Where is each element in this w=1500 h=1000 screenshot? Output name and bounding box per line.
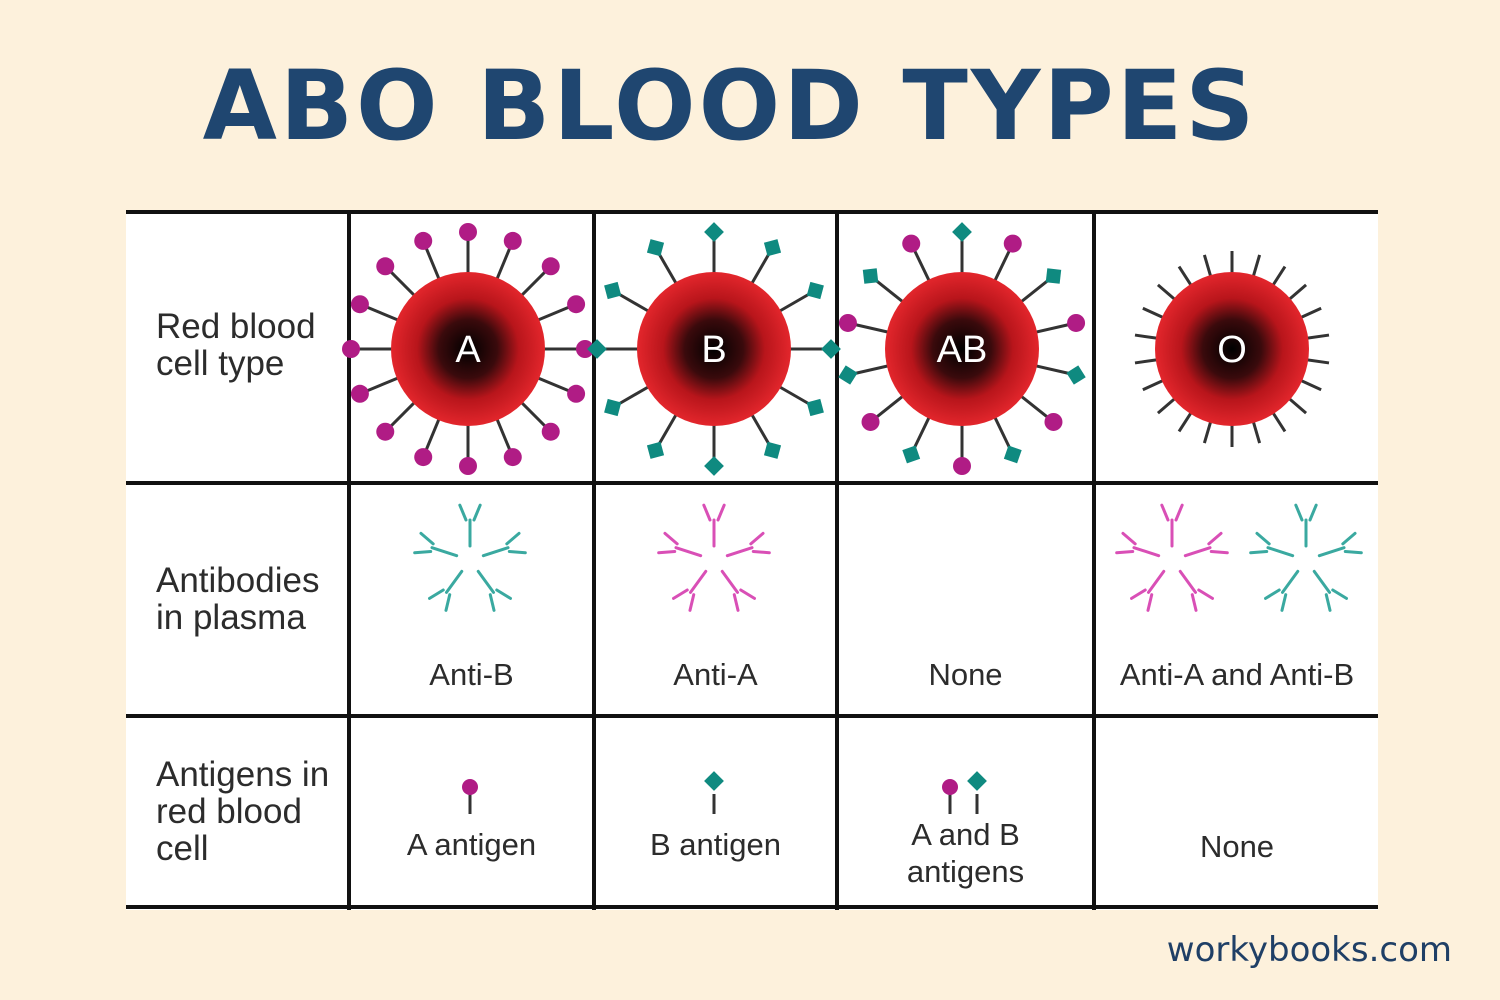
site-watermark: workybooks.com — [1166, 930, 1452, 970]
anti-a-antibody-icon — [657, 503, 771, 612]
cell-a-spikes — [342, 223, 594, 475]
anti-b-antibody-icon — [413, 503, 527, 612]
antigens-ab: A and B antigens — [906, 817, 1025, 889]
cell-type-o: O — [1217, 329, 1247, 371]
antibodies-b: Anti-A — [673, 657, 758, 692]
red-blood-cell-ab — [885, 272, 1039, 426]
anti-a-antibody-icon-o — [1115, 503, 1229, 612]
antibodies-o: Anti-A and Anti-B — [1119, 657, 1355, 692]
blood-type-table: A B AB O Red blood cell type Antibodies … — [126, 210, 1378, 910]
row-label-cell-type: Red blood cell type — [156, 307, 316, 383]
row-label-antigens: Antigens in red blood cell — [156, 755, 330, 868]
b-antigen-icon — [704, 771, 724, 814]
table-grid: A B AB O — [126, 210, 1378, 910]
anti-b-antibody-icon-o — [1249, 503, 1363, 612]
a-and-b-antigen-icon — [942, 771, 987, 814]
antibodies-ab: None — [928, 657, 1003, 692]
red-blood-cell-o — [1155, 272, 1309, 426]
row-label-antibodies: Antibodies in plasma — [156, 561, 320, 637]
antibodies-a: Anti-B — [429, 657, 514, 692]
cell-type-b: B — [701, 329, 726, 371]
cell-type-a: A — [455, 329, 481, 371]
antigens-o: None — [1199, 829, 1275, 864]
red-blood-cell-b — [637, 272, 791, 426]
antigens-b: B antigen — [650, 827, 781, 862]
a-antigen-icon — [462, 779, 478, 814]
page-title: ABO BLOOD TYPES — [202, 50, 1258, 162]
antigens-a: A antigen — [406, 827, 537, 862]
red-blood-cell-a — [391, 272, 545, 426]
cell-type-ab: AB — [937, 329, 988, 371]
